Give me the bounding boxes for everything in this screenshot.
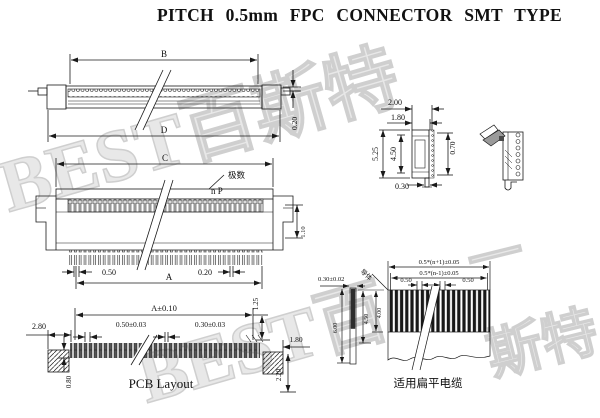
dim-d: D [161, 125, 168, 135]
dim-080: 0.80 [65, 375, 73, 388]
dim-200: 2.00 [388, 98, 402, 107]
dim-pitch-050: 0.50 [102, 268, 116, 277]
dim-a: A [166, 272, 173, 282]
side-view-drawing: 2.00 1.80 5.25 4.50 0.70 0.30 [371, 98, 524, 191]
dim-c: C [162, 153, 168, 163]
front-view-geometry [35, 158, 303, 289]
pcb-layout-drawing: A±0.10 2.80 0.50±0.03 0.30±0.03 1.25 1.8… [26, 297, 310, 393]
top-view-drawing: B D 0.20 [28, 49, 301, 142]
dim-125: 1.25 [252, 297, 260, 310]
dim-cable-600: 6.00 [333, 323, 339, 334]
cable-geometry [320, 261, 491, 371]
side-view-geometry [379, 105, 524, 191]
dim-pitch-tol: 0.50±0.03 [116, 320, 147, 329]
front-view-drawing: C 极数 n P 0.50 0.20 A 1.10 [35, 153, 307, 289]
flat-cable-drawing: 0.5*(n+1)±0.05 0.5*(n-1)±0.05 0.50 0.50 … [318, 259, 491, 390]
dim-margin-280: 2.80 [32, 322, 46, 331]
dim-525: 5.25 [371, 147, 380, 161]
dim-side-height: 1.10 [300, 226, 307, 237]
poles-leader-label: 极数 [228, 170, 246, 180]
dim-030-lead: 0.30 [395, 182, 409, 191]
top-view-geometry [28, 54, 301, 142]
dim-pad-tol: 0.30±0.03 [195, 320, 226, 329]
dim-180: 1.80 [391, 113, 405, 122]
actuator-detail-view [479, 124, 524, 191]
dim-shell-thickness: 0.20 [290, 117, 299, 130]
dim-cable-050-left: 0.50 [400, 277, 411, 284]
pcb-layout-label: PCB Layout [129, 376, 194, 391]
dim-cable-outer: 0.5*(n+1)±0.05 [419, 259, 460, 266]
poles-count-label: n P [211, 186, 223, 196]
dim-070: 0.70 [448, 141, 457, 154]
dim-width-020: 0.20 [198, 268, 212, 277]
dim-180-pad: 1.80 [289, 335, 302, 344]
dim-cable-050-right: 0.50 [462, 277, 473, 284]
dim-cable-450: 4.50 [364, 314, 370, 325]
dim-b: B [161, 49, 167, 59]
sheet-title: PITCH 0.5mm FPC CONNECTOR SMT TYPE [157, 5, 562, 25]
cable-label: 适用扁平电缆 [394, 377, 463, 390]
dim-cable-inner: 0.5*(n-1)±0.05 [419, 270, 458, 277]
dim-span-a: A±0.10 [151, 303, 177, 313]
dim-220: 2.20 [275, 368, 283, 381]
dim-cable-400: 4.00 [377, 308, 383, 319]
dim-450: 4.50 [389, 147, 398, 161]
dim-cable-thickness: 0.30±0.02 [318, 276, 344, 283]
pcb-geometry [26, 308, 310, 393]
